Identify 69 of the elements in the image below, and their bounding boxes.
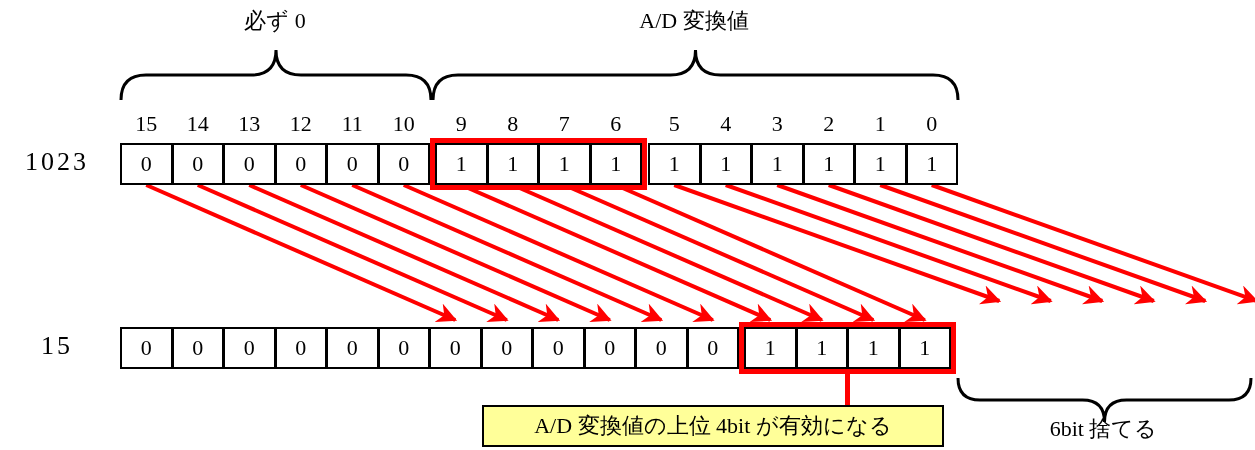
- shift-arrow: [673, 183, 1002, 305]
- bit-cell: 0: [223, 327, 276, 369]
- bit-number: 0: [926, 111, 938, 137]
- bit-cell: 1: [486, 143, 539, 185]
- bit-cell: 0: [377, 143, 430, 185]
- bit-number: 7: [558, 111, 570, 137]
- bit-cell: 0: [120, 327, 173, 369]
- shift-arrow: [196, 183, 509, 322]
- shift-arrow: [145, 183, 458, 322]
- bit-cell: 0: [532, 327, 585, 369]
- shift-arrow: [776, 183, 1105, 305]
- bit-cell: 1: [847, 327, 900, 369]
- bit-cell: 0: [377, 327, 430, 369]
- brace-label: A/D 変換値: [639, 7, 749, 35]
- bit-number: 15: [135, 111, 158, 137]
- leader-line: [845, 374, 850, 405]
- bit-cell: 0: [120, 143, 173, 185]
- bit-cell: 1: [699, 143, 752, 185]
- bit-cell: 1: [538, 143, 591, 185]
- brace-label: 6bit 捨てる: [1049, 415, 1158, 443]
- bit-cell: 1: [905, 143, 958, 185]
- bit-cell: 0: [635, 327, 688, 369]
- bit-number: 6: [610, 111, 622, 137]
- bit-cell: 1: [802, 143, 855, 185]
- bit-number: 12: [289, 111, 312, 137]
- bit-number: 9: [455, 111, 467, 137]
- shift-arrow: [402, 183, 715, 322]
- bit-number: 2: [823, 111, 835, 137]
- bit-number: 14: [186, 111, 209, 137]
- bit-number: 13: [238, 111, 261, 137]
- row-value: 1023: [25, 147, 89, 177]
- bit-number: 4: [720, 111, 732, 137]
- bit-cell: 0: [274, 143, 327, 185]
- bit-cell: 1: [435, 143, 488, 185]
- bit-cell: 0: [480, 327, 533, 369]
- callout-box: A/D 変換値の上位 4bit が有効になる: [482, 405, 944, 447]
- bit-number: 1: [874, 111, 886, 137]
- bit-cell: 1: [898, 327, 951, 369]
- bit-cell: 1: [751, 143, 804, 185]
- bit-cell: 0: [171, 143, 224, 185]
- bit-cell: 1: [854, 143, 907, 185]
- bit-cell: 0: [274, 327, 327, 369]
- highlight-frame: [430, 138, 647, 190]
- bit-cell: 0: [171, 327, 224, 369]
- bit-number: 11: [341, 111, 363, 137]
- shift-arrow: [351, 183, 664, 322]
- bit-cell: 0: [326, 143, 379, 185]
- shift-arrow: [725, 183, 1053, 305]
- shift-arrow: [828, 183, 1156, 305]
- bit-cell: 1: [589, 143, 642, 185]
- bit-cell: 0: [326, 327, 379, 369]
- shift-arrow: [931, 183, 1255, 305]
- row-value: 15: [41, 331, 73, 361]
- shift-arrow: [299, 183, 612, 322]
- bit-cell: 1: [795, 327, 848, 369]
- shift-arrow: [879, 183, 1208, 305]
- bit-cell: 0: [686, 327, 739, 369]
- bit-number: 3: [771, 111, 783, 137]
- bit-cell: 0: [429, 327, 482, 369]
- bit-cell: 0: [223, 143, 276, 185]
- shift-arrow: [248, 183, 561, 322]
- bit-number: 8: [507, 111, 519, 137]
- bit-cell: 1: [744, 327, 797, 369]
- bit-cell: 0: [583, 327, 636, 369]
- brace-label: 必ず 0: [244, 7, 306, 35]
- highlight-frame: [739, 322, 956, 374]
- bit-number: 5: [668, 111, 680, 137]
- bit-number: 10: [392, 111, 415, 137]
- bit-cell: 1: [648, 143, 701, 185]
